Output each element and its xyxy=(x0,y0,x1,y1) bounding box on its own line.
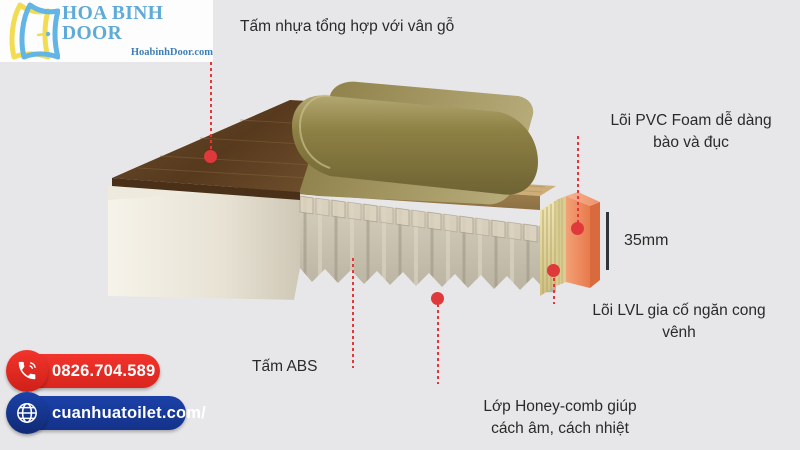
website-url-label: cuanhuatoilet.com/ xyxy=(52,403,206,422)
leader-line-lvl xyxy=(553,272,555,304)
phone-number-label: 0826.704.589 xyxy=(52,361,156,380)
pvc-foam-core-layer xyxy=(566,192,600,288)
peeling-laminate-sheet xyxy=(292,81,538,205)
leader-dot-surface xyxy=(204,150,217,163)
leader-line-pvc-foam xyxy=(577,136,579,228)
annotation-abs-board: Tấm ABS xyxy=(252,358,318,375)
thickness-measure-label: 35mm xyxy=(624,232,669,249)
annotation-wood-surface: Tấm nhựa tổng hợp với vân gỗ xyxy=(240,18,455,35)
phone-contact-pill[interactable]: 0826.704.589 xyxy=(6,350,160,392)
leader-dot-pvc-foam xyxy=(571,222,584,235)
leader-line-surface xyxy=(210,14,212,156)
website-contact-pill[interactable]: cuanhuatoilet.com/ xyxy=(6,392,206,434)
door-logo-icon xyxy=(4,1,61,61)
leader-dot-honeycomb xyxy=(431,292,444,305)
brand-subtitle: HoabinhDoor.com xyxy=(130,47,213,58)
brand-logo-text: HOA BINH DOOR HoabinhDoor.com xyxy=(62,4,213,58)
annotation-honeycomb: Lớp Honey-comb giúp cách âm, cách nhiệt xyxy=(483,398,637,438)
leader-dot-lvl xyxy=(547,264,560,277)
leader-line-abs xyxy=(352,258,354,368)
honeycomb-core-layer xyxy=(290,195,556,321)
annotation-lvl-core: Lõi LVL gia cố ngăn cong vênh xyxy=(592,302,766,342)
brand-logo: HOA BINH DOOR HoabinhDoor.com xyxy=(0,0,213,62)
brand-title: HOA BINH DOOR xyxy=(62,3,164,44)
phone-icon xyxy=(6,350,48,392)
thickness-measure-bar xyxy=(606,212,609,270)
annotation-pvc-foam: Lõi PVC Foam dễ dàng bào và đục xyxy=(610,112,772,152)
globe-icon xyxy=(6,392,48,434)
leader-line-honeycomb xyxy=(437,298,439,384)
